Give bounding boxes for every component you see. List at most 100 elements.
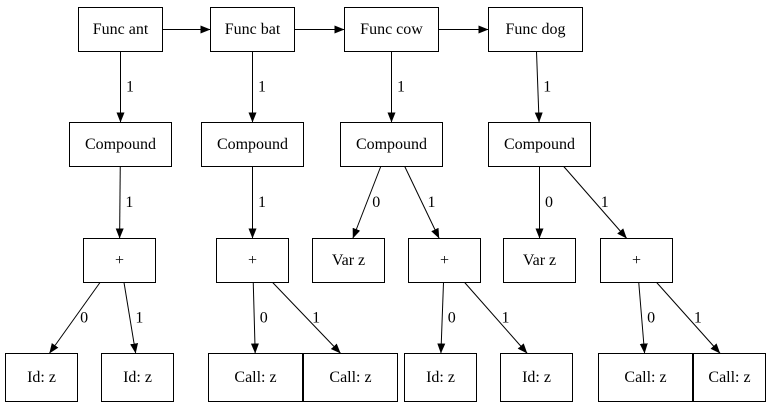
edge-arrow	[123, 282, 139, 354]
edge-label: 1	[125, 194, 133, 211]
edge-arrow	[115, 166, 124, 239]
node-label: Id: z	[426, 369, 455, 386]
node-box	[101, 353, 174, 402]
edge-arrow	[272, 282, 342, 354]
edge-arrow	[656, 282, 721, 354]
node-box	[78, 7, 163, 52]
node-id-z: Id: z	[500, 353, 573, 402]
node-label: Compound	[504, 136, 575, 153]
edge-label: 0	[80, 310, 88, 327]
node-compound: Compound	[69, 122, 172, 167]
edge-label: 1	[601, 194, 609, 211]
node-label: +	[632, 252, 641, 269]
node-: +	[600, 238, 673, 283]
edge-label: 1	[427, 194, 435, 211]
node-label: Compound	[217, 136, 288, 153]
edge-label: 1	[397, 79, 405, 96]
node-box	[210, 7, 295, 52]
node-call-z: Call: z	[598, 353, 693, 402]
node-label: Compound	[85, 136, 156, 153]
node-box	[201, 122, 304, 167]
node-call-z: Call: z	[208, 353, 303, 402]
node-box	[598, 353, 693, 402]
edge-arrow	[250, 282, 259, 354]
edge-label: 0	[647, 310, 655, 327]
node-call-z: Call: z	[303, 353, 398, 402]
edge-arrow	[48, 282, 101, 354]
node-box	[488, 122, 591, 167]
node-label: Call: z	[234, 369, 276, 386]
node-label: Var z	[332, 252, 365, 269]
node-box	[312, 238, 385, 283]
node-func-cow: Func cow	[344, 7, 439, 52]
edge-label: 0	[545, 194, 553, 211]
node-box	[408, 238, 481, 283]
node-box	[340, 122, 443, 167]
node-box	[5, 353, 78, 402]
node-box	[404, 353, 477, 402]
node-id-z: Id: z	[101, 353, 174, 402]
edge-label: 1	[312, 310, 320, 327]
node-label: Func ant	[93, 21, 149, 38]
node-label: +	[440, 252, 449, 269]
node-box	[303, 353, 398, 402]
node-func-ant: Func ant	[78, 7, 163, 52]
edge-label: 0	[448, 310, 456, 327]
node-box	[208, 353, 303, 402]
node-: +	[408, 238, 481, 283]
node-compound: Compound	[488, 122, 591, 167]
edge-label: 1	[543, 79, 551, 96]
node-box	[69, 122, 172, 167]
node-func-dog: Func dog	[488, 7, 583, 52]
node-var-z: Var z	[312, 238, 385, 283]
edge-arrow	[534, 51, 543, 123]
node-box	[83, 238, 156, 283]
node-call-z: Call: z	[693, 353, 766, 402]
node-label: +	[248, 252, 257, 269]
node-box	[500, 353, 573, 402]
node-label: Func bat	[225, 21, 281, 38]
edge-arrow	[464, 282, 528, 354]
node-label: Call: z	[708, 369, 750, 386]
edge-label: 1	[135, 310, 143, 327]
edge-label: 1	[126, 79, 134, 96]
edge-label: 1	[258, 79, 266, 96]
edge-label: 1	[258, 194, 266, 211]
node-label: Id: z	[27, 369, 56, 386]
edge-arrow	[437, 282, 446, 354]
node-label: Call: z	[624, 369, 666, 386]
edge-label: 0	[260, 310, 268, 327]
node-compound: Compound	[201, 122, 304, 167]
node-id-z: Id: z	[5, 353, 78, 402]
node-: +	[83, 238, 156, 283]
nodes-layer: Func ant Func bat Func cow Func dogCompound…	[5, 7, 766, 402]
node-compound: Compound	[340, 122, 443, 167]
node-label: Var z	[523, 252, 556, 269]
node-label: Id: z	[123, 369, 152, 386]
node-box	[693, 353, 766, 402]
edge-arrow	[638, 282, 648, 354]
edges-layer: 1 1 1 1 1 1 0 1 0 1 0 1 0 1 0 1 0 1	[48, 25, 721, 354]
node-: +	[216, 238, 289, 283]
node-id-z: Id: z	[404, 353, 477, 402]
node-label: Id: z	[522, 369, 551, 386]
node-label: +	[115, 252, 124, 269]
node-box	[344, 7, 439, 52]
node-label: Func cow	[360, 21, 423, 38]
node-box	[488, 7, 583, 52]
edge-label: 0	[372, 194, 380, 211]
node-var-z: Var z	[503, 238, 576, 283]
node-box	[503, 238, 576, 283]
edge-label: 1	[694, 310, 702, 327]
node-func-bat: Func bat	[210, 7, 295, 52]
edge-arrow	[563, 166, 628, 239]
node-label: Call: z	[329, 369, 371, 386]
node-label: Compound	[356, 136, 427, 153]
node-label: Func dog	[506, 21, 566, 38]
edge-arrow	[352, 166, 382, 239]
node-box	[216, 238, 289, 283]
node-box	[600, 238, 673, 283]
edge-arrow	[404, 166, 440, 239]
edge-label: 1	[501, 310, 509, 327]
